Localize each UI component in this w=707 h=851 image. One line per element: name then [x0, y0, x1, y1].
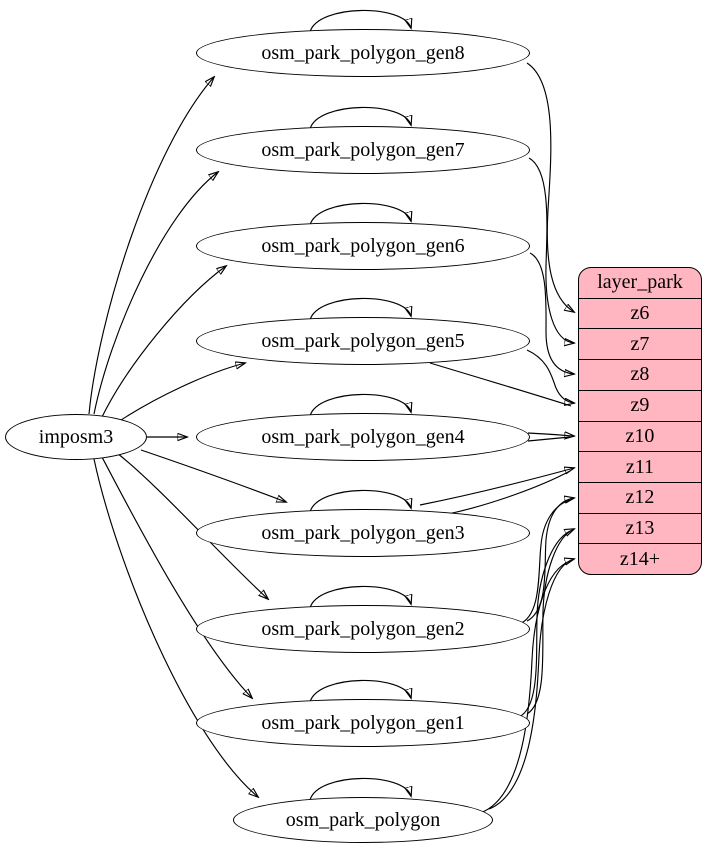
node-imposm3-label: imposm3	[38, 425, 114, 448]
node-osm-park-polygon-gen1: osm_park_polygon_gen1	[196, 699, 530, 747]
edge-gen2-z12	[518, 498, 574, 625]
node-imposm3: imposm3	[5, 414, 147, 460]
node-label: osm_park_polygon	[285, 808, 441, 831]
node-osm-park-polygon: osm_park_polygon	[233, 797, 493, 843]
node-label: osm_park_polygon_gen3	[261, 521, 465, 544]
self-loop-gen5	[309, 297, 411, 321]
node-label: osm_park_polygon_gen6	[261, 234, 465, 257]
self-loop-gen2	[309, 585, 411, 609]
edge-gen5-z9	[429, 349, 574, 407]
row-label: z9	[630, 394, 650, 417]
edge-gen3-z11	[419, 468, 574, 515]
node-osm-park-polygon-gen2: osm_park_polygon_gen2	[196, 605, 530, 653]
row-label: z8	[630, 363, 650, 386]
edge-imposm3-gen3	[140, 449, 286, 502]
self-loop-gen6	[309, 202, 411, 226]
node-osm-park-polygon-gen8: osm_park_polygon_gen8	[196, 29, 530, 77]
edge-polygon-z14	[479, 559, 574, 814]
layer-park-row-z10: z10	[579, 420, 701, 452]
layer-park-row-z14plus: z14+	[579, 543, 701, 574]
node-label: osm_park_polygon_gen5	[261, 329, 465, 352]
edge-imposm3-polygon	[93, 458, 258, 797]
row-label: z12	[625, 486, 655, 509]
edge-gen6-z8	[529, 252, 574, 374]
edge-imposm3-gen5	[117, 363, 245, 423]
node-osm-park-polygon-gen5: osm_park_polygon_gen5	[196, 317, 530, 365]
node-osm-park-polygon-gen4: osm_park_polygon_gen4	[196, 413, 530, 461]
layer-park-header: layer_park	[579, 268, 701, 298]
layer-park-row-z9: z9	[579, 389, 701, 421]
layer-park-row-z6: z6	[579, 297, 701, 329]
layer-park-row-z12: z12	[579, 481, 701, 513]
self-loop-gen4	[309, 393, 411, 417]
layer-park-table: layer_park z6 z7 z8 z9 z10 z11 z12 z13 z…	[578, 267, 702, 575]
layer-park-row-z13: z13	[579, 512, 701, 544]
node-label: osm_park_polygon_gen2	[261, 617, 465, 640]
layer-park-row-z8: z8	[579, 359, 701, 390]
row-label: z14+	[619, 547, 661, 570]
edge-imposm3-gen1	[101, 456, 252, 698]
row-label: z6	[630, 302, 650, 325]
node-label: osm_park_polygon_gen1	[261, 711, 465, 734]
edge-imposm3-gen8	[88, 77, 214, 415]
self-loop-gen8	[309, 9, 411, 33]
edge-gen1-z13	[518, 529, 574, 718]
edge-gen8-z6	[526, 62, 574, 312]
node-label: osm_park_polygon_gen4	[261, 425, 465, 448]
self-loop-gen1	[309, 679, 411, 703]
layer-park-row-z11: z11	[579, 451, 701, 482]
self-loops	[309, 9, 411, 801]
self-loop-gen3	[309, 489, 411, 513]
node-osm-park-polygon-gen3: osm_park_polygon_gen3	[196, 509, 530, 557]
row-label: z10	[625, 424, 655, 447]
row-label: z13	[625, 516, 655, 539]
edges-to-layer-park	[419, 62, 574, 814]
edge-imposm3-gen7	[93, 172, 218, 415]
node-label: osm_park_polygon_gen8	[261, 41, 465, 64]
layer-park-title: layer_park	[597, 271, 683, 294]
node-label: osm_park_polygon_gen7	[261, 138, 465, 161]
node-osm-park-polygon-gen7: osm_park_polygon_gen7	[196, 126, 530, 174]
node-osm-park-polygon-gen6: osm_park_polygon_gen6	[196, 222, 530, 270]
row-label: z7	[630, 332, 650, 355]
edges-from-imposm3	[88, 77, 286, 797]
layer-park-row-z7: z7	[579, 328, 701, 359]
edge-gen4-z10	[527, 433, 574, 442]
edge-imposm3-gen2	[116, 452, 268, 599]
row-label: z11	[625, 455, 655, 478]
self-loop-gen7	[309, 106, 411, 130]
edge-gen7-z7	[528, 157, 574, 343]
edge-imposm3-gen6	[101, 266, 226, 418]
self-loop-polygon	[309, 777, 411, 801]
